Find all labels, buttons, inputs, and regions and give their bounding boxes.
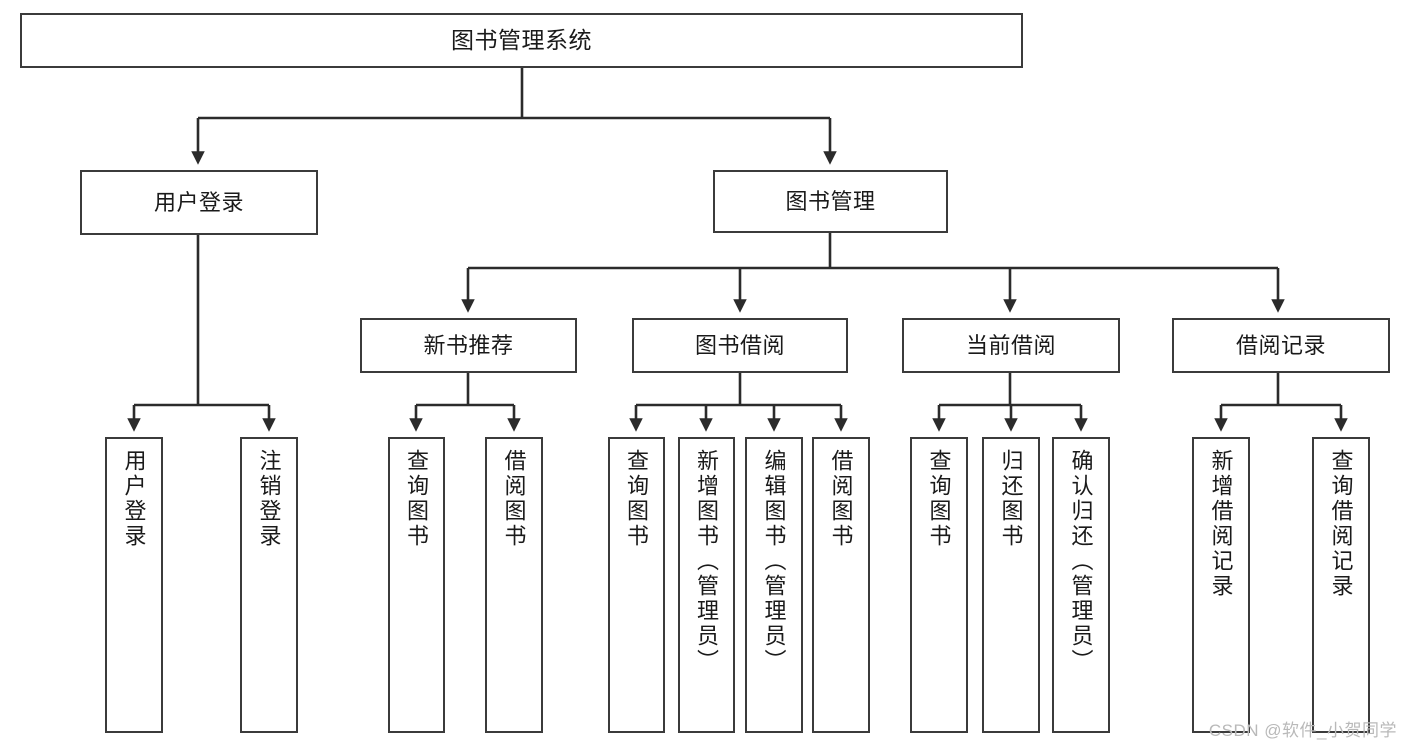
node-book-management-system[interactable]: 图书管理系统	[20, 13, 1023, 68]
node-label: 编辑图书（管理员）	[761, 449, 787, 674]
leaf-query-book-borrowing[interactable]: 查询图书	[608, 437, 665, 733]
node-new-book-recommendation[interactable]: 新书推荐	[360, 318, 577, 373]
node-label: 图书借阅	[694, 332, 785, 358]
node-label: 图书管理系统	[451, 26, 592, 53]
node-label: 确认归还（管理员）	[1068, 449, 1094, 674]
node-label: 用户登录	[153, 189, 244, 215]
node-label: 新增借阅记录	[1208, 449, 1234, 599]
node-label: 查询图书	[624, 449, 650, 549]
node-label: 查询图书	[404, 449, 430, 549]
leaf-user-login[interactable]: 用户登录	[105, 437, 163, 733]
csdn-watermark: CSDN @软件_小贺同学	[1208, 721, 1397, 740]
node-label: 借阅图书	[501, 449, 527, 549]
node-borrowing-record[interactable]: 借阅记录	[1172, 318, 1390, 373]
node-label: 查询借阅记录	[1328, 449, 1354, 599]
node-label: 用户登录	[121, 449, 147, 549]
leaf-return-book[interactable]: 归还图书	[982, 437, 1040, 733]
node-current-borrowing[interactable]: 当前借阅	[902, 318, 1120, 373]
node-label: 查询图书	[926, 449, 952, 549]
leaf-add-book[interactable]: 新增图书（管理员）	[678, 437, 735, 733]
node-label: 注销登录	[256, 449, 282, 549]
leaf-logout[interactable]: 注销登录	[240, 437, 298, 733]
leaf-query-book-recommendation[interactable]: 查询图书	[388, 437, 445, 733]
leaf-query-borrow-record[interactable]: 查询借阅记录	[1312, 437, 1370, 733]
leaf-add-borrow-record[interactable]: 新增借阅记录	[1192, 437, 1250, 733]
node-book-management[interactable]: 图书管理	[713, 170, 948, 233]
node-label: 借阅记录	[1235, 332, 1326, 358]
leaf-edit-book[interactable]: 编辑图书（管理员）	[745, 437, 803, 733]
leaf-confirm-return[interactable]: 确认归还（管理员）	[1052, 437, 1110, 733]
node-label: 当前借阅	[965, 332, 1056, 358]
node-book-borrowing[interactable]: 图书借阅	[632, 318, 848, 373]
leaf-borrow-book-recommendation[interactable]: 借阅图书	[485, 437, 543, 733]
leaf-query-book-current[interactable]: 查询图书	[910, 437, 968, 733]
node-label: 新书推荐	[423, 332, 514, 358]
node-user-login[interactable]: 用户登录	[80, 170, 318, 235]
node-label: 新增图书（管理员）	[694, 449, 720, 674]
node-label: 图书管理	[785, 188, 876, 214]
node-label: 借阅图书	[828, 449, 854, 549]
leaf-borrow-book[interactable]: 借阅图书	[812, 437, 870, 733]
node-label: 归还图书	[998, 449, 1024, 549]
